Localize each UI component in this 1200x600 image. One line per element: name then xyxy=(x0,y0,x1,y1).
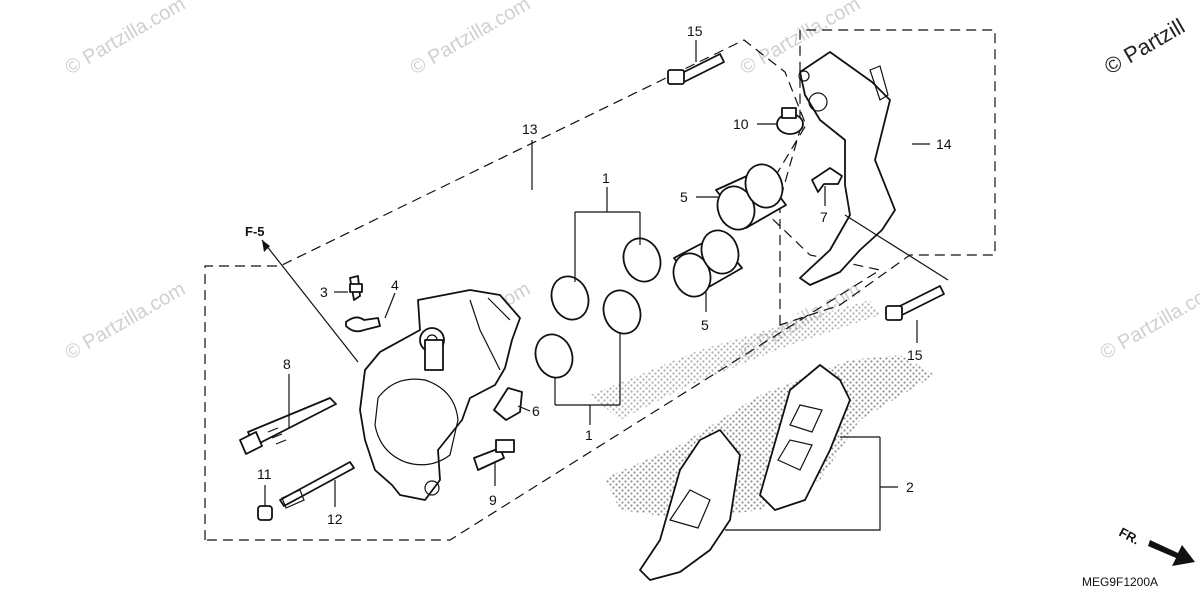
reference-label: F-5 xyxy=(245,224,265,239)
callout-2: 2 xyxy=(906,479,914,495)
piston-5-lower xyxy=(672,229,743,298)
front-direction-label: FR. xyxy=(1117,524,1143,547)
caliper-body xyxy=(359,289,521,501)
callout-5: 5 xyxy=(680,189,688,205)
callout-15: 15 xyxy=(907,347,923,363)
callout-9: 9 xyxy=(489,492,497,508)
pad-spring-6 xyxy=(493,387,523,421)
brake-pad-set-2 xyxy=(639,364,851,581)
callout-1: 1 xyxy=(602,170,610,186)
watermark-text: © Partzilla.com xyxy=(62,278,190,364)
callout-7: 7 xyxy=(820,209,828,225)
pin-12 xyxy=(279,461,355,509)
pin-bolt-8 xyxy=(239,397,337,455)
callout-13: 13 xyxy=(522,121,538,137)
bolt-15-upper xyxy=(667,53,725,85)
callout-12: 12 xyxy=(327,511,343,527)
front-arrow-icon xyxy=(1148,540,1195,566)
watermark-text: © Partzilla.com xyxy=(407,0,535,79)
cap-11 xyxy=(257,505,273,521)
callout-15: 15 xyxy=(687,23,703,39)
callout-8: 8 xyxy=(283,356,291,372)
piston-5-upper xyxy=(715,163,787,231)
watermark-text: © Partzilla.com xyxy=(1097,278,1200,364)
callout-11: 11 xyxy=(257,466,272,482)
diagram-code: MEG9F1200A xyxy=(1082,575,1158,589)
watermark-text: © Partzilla.com xyxy=(62,0,190,79)
retainer-7 xyxy=(811,167,843,193)
pin-9 xyxy=(473,439,515,471)
callout-4: 4 xyxy=(391,277,399,293)
bleeder-10 xyxy=(776,107,804,135)
callout-5: 5 xyxy=(701,317,709,333)
bracket-14 xyxy=(798,51,896,286)
leader-lines xyxy=(261,40,949,531)
callout-3: 3 xyxy=(320,284,328,300)
corner-watermark-text: © Partzill xyxy=(1100,14,1189,80)
group-14-outline xyxy=(779,29,996,326)
bleed-screw-3 xyxy=(349,275,363,301)
callouts: 1 1 2 3 4 5 5 6 7 8 9 10 11 12 13 14 15 … xyxy=(245,23,952,527)
front-direction-indicator: FR. xyxy=(1117,524,1195,566)
bolt-15-lower xyxy=(885,285,945,321)
cap-4 xyxy=(345,316,381,333)
group-13-outline xyxy=(204,39,882,541)
seal-kit-1 xyxy=(534,237,662,379)
callout-1: 1 xyxy=(585,427,593,443)
callout-14: 14 xyxy=(936,136,952,152)
callout-6: 6 xyxy=(532,403,540,419)
callout-10: 10 xyxy=(733,116,749,132)
shading-band xyxy=(590,300,880,420)
